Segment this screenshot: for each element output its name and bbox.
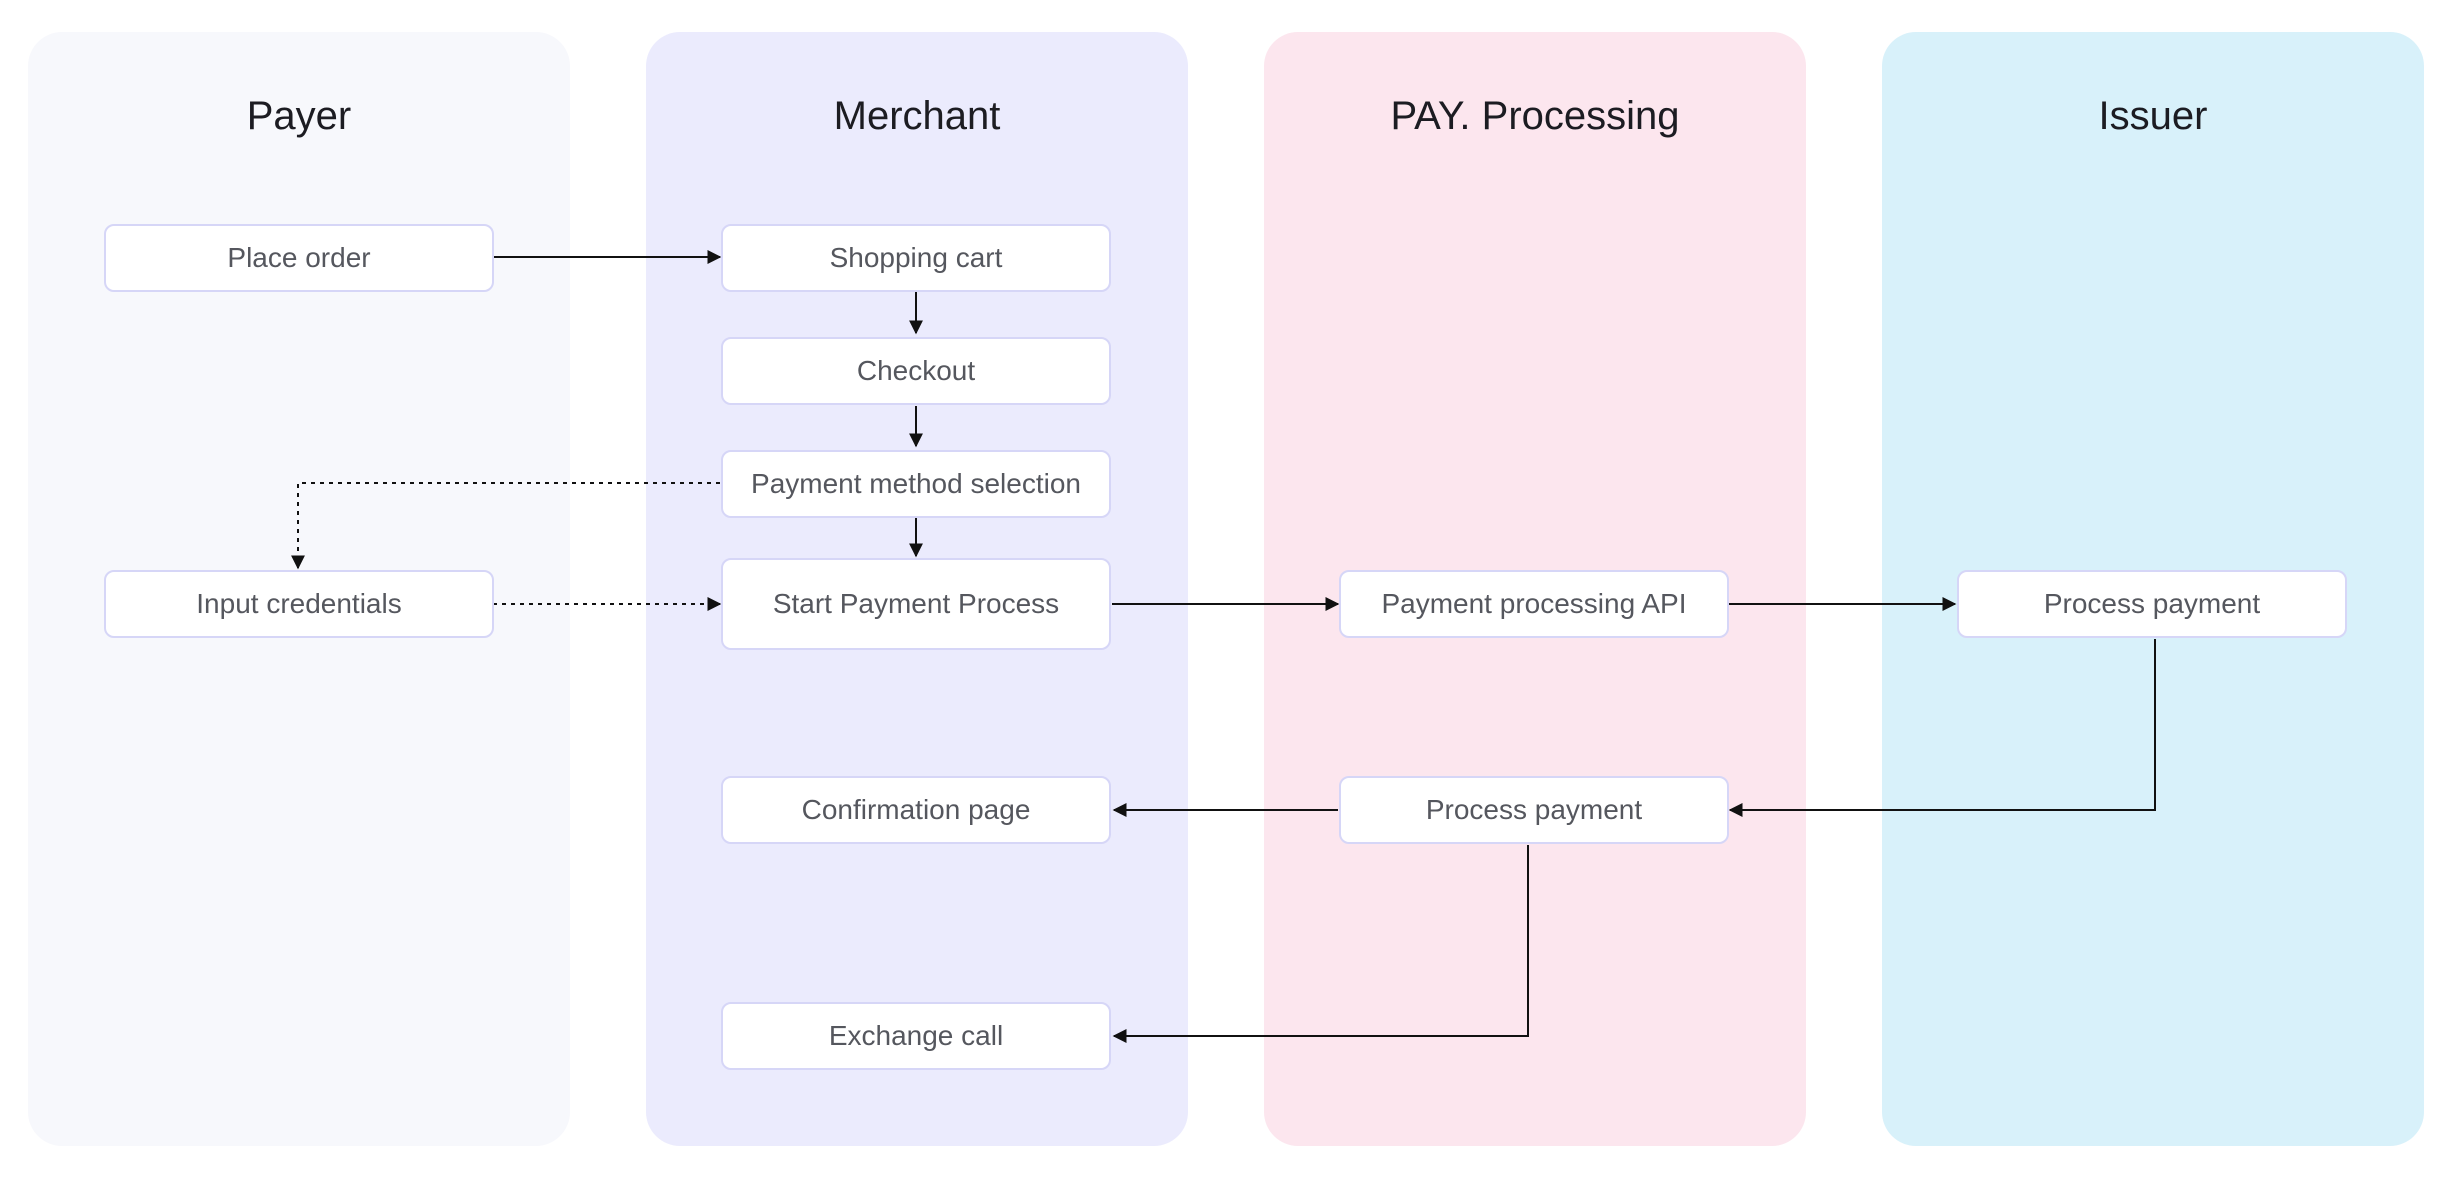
node-process-payment-issuer-label: Process payment (2043, 588, 2261, 619)
node-start-payment-process-label: Start Payment Process (772, 588, 1060, 619)
node-payment-processing-api-label: Payment processing API (1381, 588, 1687, 619)
node-place-order-label: Place order (227, 242, 371, 273)
lane-title-merchant: Merchant (833, 94, 1001, 138)
node-shopping-cart: Shopping cart (721, 224, 1111, 292)
node-process-payment-issuer: Process payment (1957, 570, 2347, 638)
node-start-payment-process: Start Payment Process (721, 558, 1111, 650)
node-process-payment-processing: Process payment (1339, 776, 1729, 844)
node-process-payment-processing-label: Process payment (1425, 794, 1643, 825)
node-exchange-call-label: Exchange call (828, 1020, 1004, 1051)
node-checkout: Checkout (721, 337, 1111, 405)
edge-payment-method-selection-to-input-credentials (291, 482, 720, 570)
node-payment-method-selection-label: Payment method selection (751, 468, 1081, 499)
lane-title-issuer: Issuer (2098, 94, 2208, 138)
edge-process-payment-processing-to-exchange-call (1112, 845, 1529, 1043)
node-payment-processing-api: Payment processing API (1339, 570, 1729, 638)
node-input-credentials-label: Input credentials (196, 588, 402, 619)
node-confirmation-page-label: Confirmation page (801, 794, 1031, 825)
node-input-credentials: Input credentials (104, 570, 494, 638)
lane-title-payer: Payer (246, 94, 352, 138)
node-confirmation-page: Confirmation page (721, 776, 1111, 844)
node-shopping-cart-label: Shopping cart (829, 242, 1003, 273)
edge-process-payment-issuer-to-process-payment-processing (1728, 639, 2156, 817)
lane-title-processing: PAY. Processing (1390, 94, 1680, 138)
node-payment-method-selection: Payment method selection (721, 450, 1111, 518)
node-place-order: Place order (104, 224, 494, 292)
node-exchange-call: Exchange call (721, 1002, 1111, 1070)
node-checkout-label: Checkout (856, 355, 976, 386)
